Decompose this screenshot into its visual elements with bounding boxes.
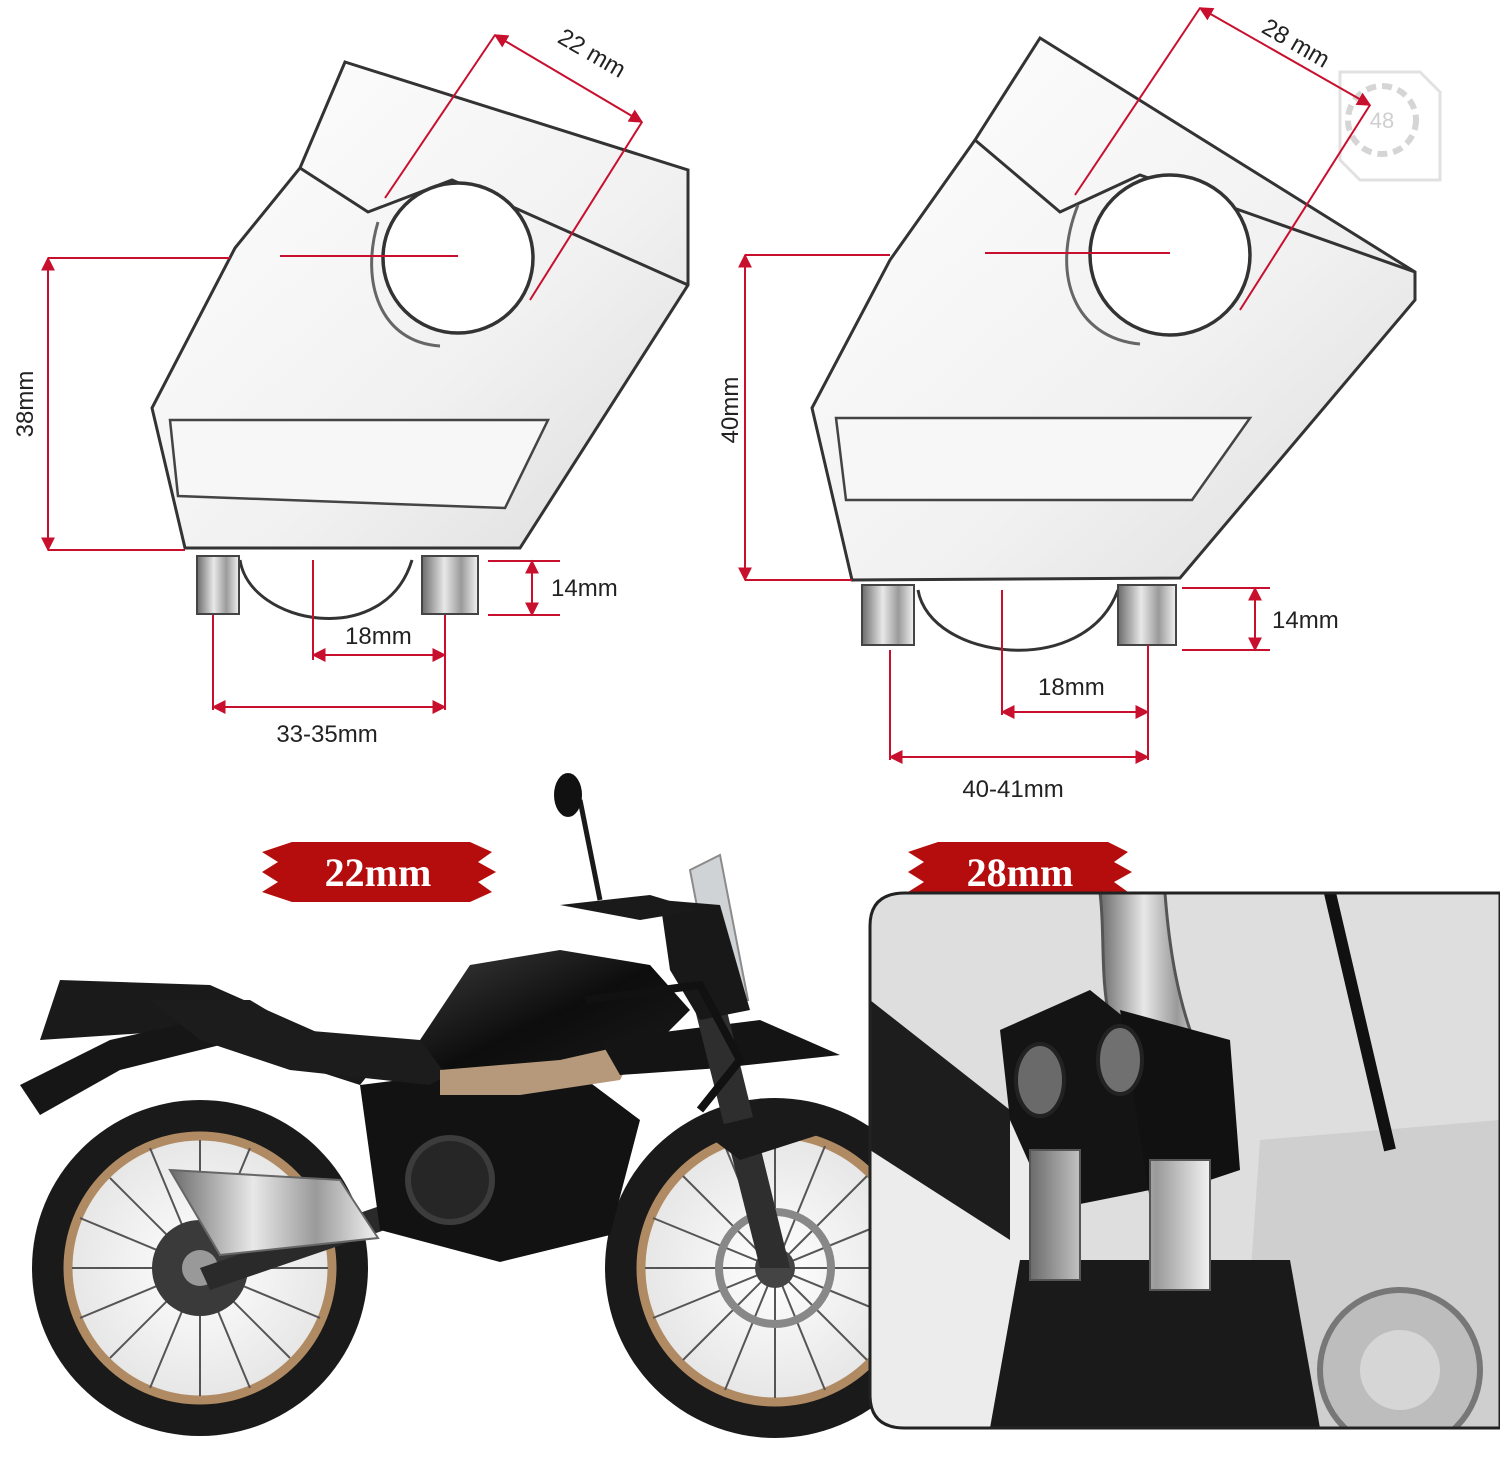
riser-28-height-label: 40mm [717, 377, 744, 444]
riser-22-front-plate [168, 418, 551, 510]
riser-22-top-cap-line [299, 166, 689, 287]
riser-28-top-cap-line [974, 138, 1416, 274]
riser-22-bolt-left [196, 555, 240, 615]
riser-22-spacing-label: 33-35mm [276, 721, 377, 748]
tank-stripe [440, 1042, 640, 1095]
motorcycle-photo [20, 773, 945, 1438]
riser-28-spacing-label: 40-41mm [962, 776, 1063, 803]
badge-28mm: 28mm [908, 842, 1132, 902]
riser-22mm-dimensions [41, 34, 644, 714]
svg-text:48: 48 [1370, 108, 1394, 133]
riser-28-diameter-label: 28 mm [1257, 13, 1334, 73]
mirror [554, 773, 582, 817]
riser-28mm-dimensions [738, 7, 1372, 764]
inset-riser-right [1120, 1010, 1240, 1200]
inset-dark-panel-left [870, 1000, 1010, 1240]
badge-28mm-label: 28mm [967, 850, 1074, 895]
riser-22-thread-label: 14mm [551, 575, 618, 602]
riser-22-bar-clamp [381, 181, 535, 335]
crash-bar [584, 980, 745, 1113]
closeup-inset [868, 891, 1500, 1430]
riser-28-clamp-inner [1065, 204, 1141, 346]
exhaust [168, 1168, 380, 1257]
riser-28-bolt-right [1117, 584, 1177, 646]
inset-cable [1324, 893, 1396, 1152]
riser-22-clamp-inner [370, 221, 441, 348]
seat [150, 1000, 490, 1085]
front-fender [700, 1108, 840, 1160]
riser-28-bar-clamp [1088, 173, 1252, 337]
riser-22-height-label: 38mm [12, 371, 39, 438]
riser-22-offset-label: 18mm [345, 623, 412, 650]
riser-28-thread-label: 14mm [1272, 607, 1339, 634]
watermark-logo: 48 [1338, 70, 1442, 182]
riser-28-bolt-left [861, 584, 915, 646]
riser-22-base-arc [238, 559, 414, 620]
inset-riser-bolts [1029, 1149, 1211, 1291]
riser-28-base-arc [916, 589, 1120, 652]
riser-22-diameter-label: 22 mm [553, 23, 630, 83]
badge-22mm: 22mm [262, 842, 496, 902]
riser-28-offset-label: 18mm [1038, 674, 1105, 701]
riser-22mm-drawing [150, 60, 690, 620]
riser-28mm-drawing: 48 [810, 35, 1442, 652]
badge-22mm-label: 22mm [325, 850, 432, 895]
riser-28-front-plate [834, 416, 1253, 502]
handlebar [560, 895, 700, 920]
rear-fender [20, 1020, 220, 1115]
front-fork [680, 950, 790, 1268]
riser-22-bolt-right [421, 555, 479, 615]
